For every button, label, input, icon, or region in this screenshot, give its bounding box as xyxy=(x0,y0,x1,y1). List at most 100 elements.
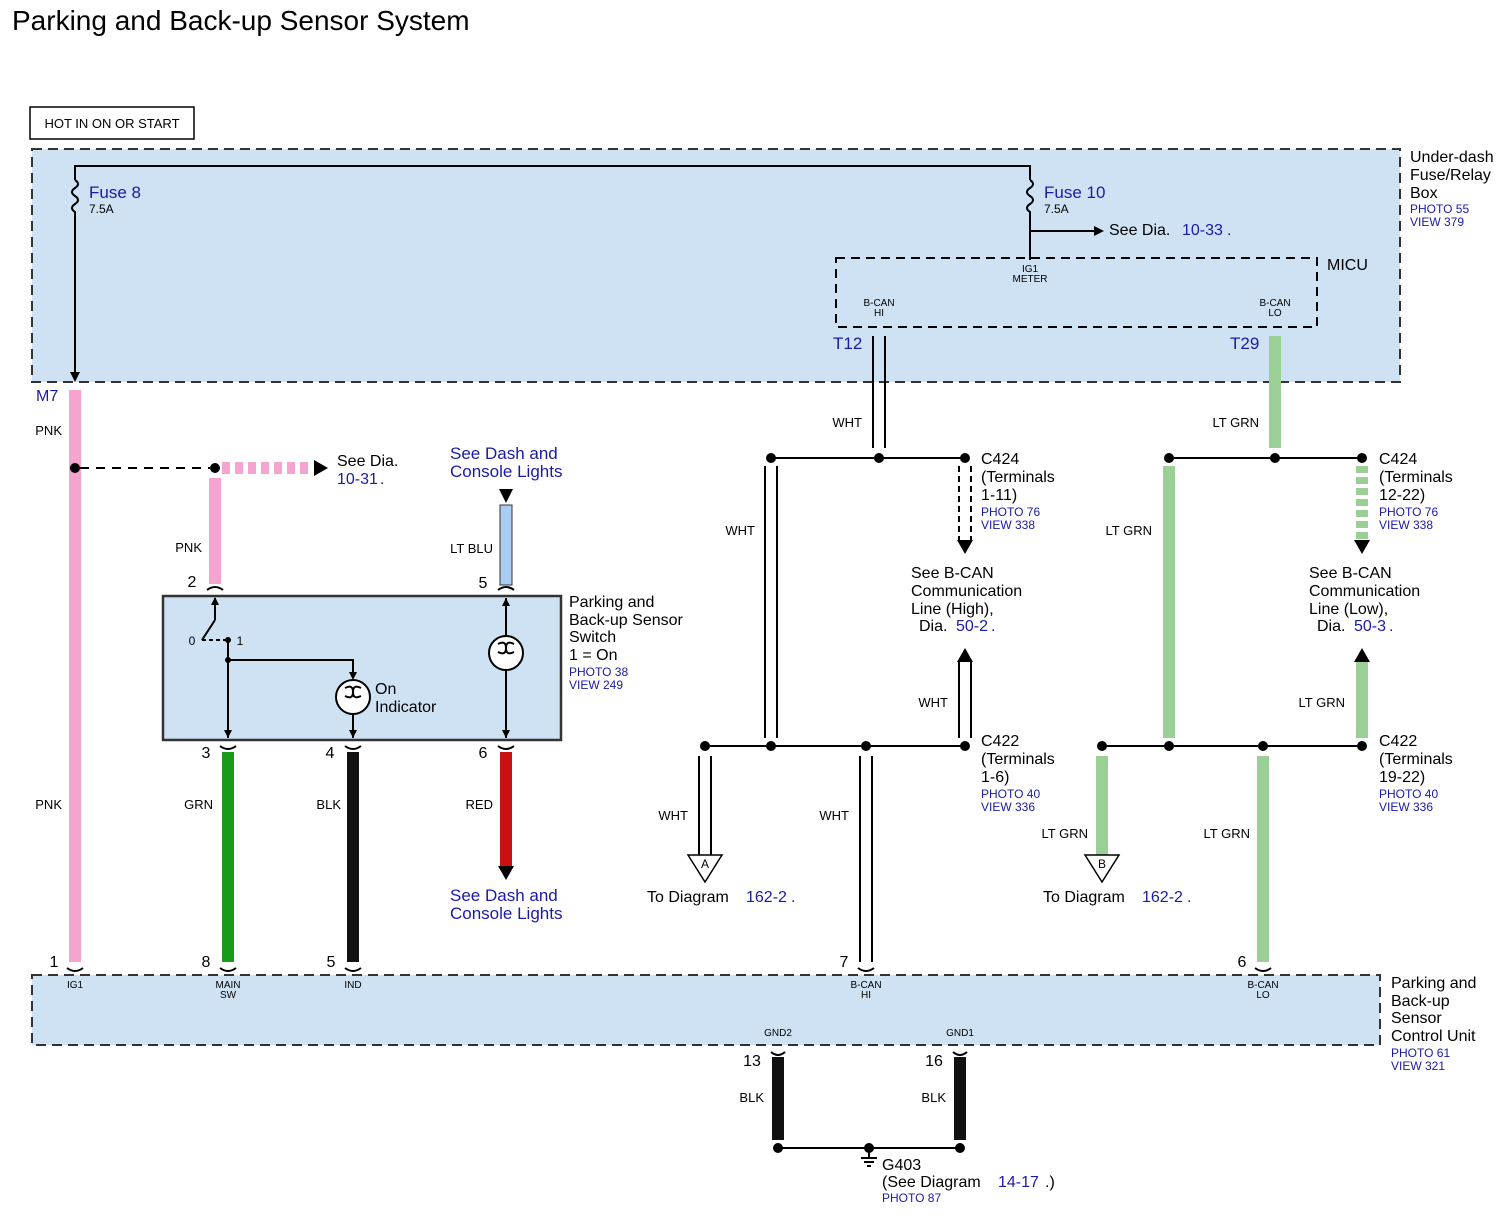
cu-photo: PHOTO 61 xyxy=(1391,1046,1450,1060)
indicator-label-2: Indicator xyxy=(375,699,437,716)
fuse10-symbol xyxy=(1026,179,1034,260)
ltgrn-splice-b xyxy=(1097,741,1107,751)
fuse-box-name-2: Fuse/Relay xyxy=(1410,167,1491,184)
ltgrn-label-4: LT GRN xyxy=(1042,826,1088,841)
to-b-suffix: . xyxy=(1187,889,1191,906)
bcan-high-ref: 50-2 xyxy=(956,618,988,635)
c422-lo-terms-2: 19-22) xyxy=(1379,769,1425,786)
ltgrn-label-5: LT GRN xyxy=(1204,826,1250,841)
c424-hi-terms-2: 1-11) xyxy=(981,487,1017,504)
cu-name-3: Sensor xyxy=(1391,1010,1442,1027)
c422-lo-terminal xyxy=(1357,741,1367,751)
see-10-31-ref: 10-31 xyxy=(337,471,378,488)
red-wire xyxy=(500,752,512,866)
c422-lo-photo: PHOTO 40 xyxy=(1379,787,1438,801)
micu-bcan-lo-2: LO xyxy=(1268,308,1282,319)
to-a-prefix: To Diagram xyxy=(647,889,729,906)
offpage-b-letter: B xyxy=(1098,857,1106,871)
c422-hi-name: C422 xyxy=(981,733,1019,750)
micu-box xyxy=(835,257,1318,328)
red-label: RED xyxy=(466,797,493,812)
wht-label-1: WHT xyxy=(832,415,862,430)
switch-photo: PHOTO 38 xyxy=(569,665,628,679)
c422-hi-terms-1: (Terminals xyxy=(981,751,1055,768)
switch-name-2: Back-up Sensor xyxy=(569,612,684,629)
switch-arrow-top xyxy=(211,597,219,605)
blk-gnd1-wire xyxy=(954,1057,966,1140)
c422-lo-terms-1: (Terminals xyxy=(1379,751,1453,768)
micu-t29: T29 xyxy=(1230,334,1259,353)
cu-bcan-lo-2: LO xyxy=(1256,990,1270,1001)
micu-bcan-hi-1: B-CAN xyxy=(863,298,894,309)
pin3-arrow xyxy=(224,730,232,738)
blk-gnd2-wire xyxy=(772,1057,784,1140)
grn-label: GRN xyxy=(184,797,213,812)
pin4-connector xyxy=(344,745,362,750)
hot-label: HOT IN ON OR START xyxy=(44,116,179,131)
micu-name: MICU xyxy=(1327,257,1368,274)
cu-pin-13: 13 xyxy=(743,1053,761,1070)
fuse10-branch-arrow xyxy=(1094,226,1104,236)
bcan-high-dia: Dia. xyxy=(919,618,947,635)
cu-pin7-connector xyxy=(857,967,875,972)
micu-bcan-hi-2: HI xyxy=(874,308,884,319)
wht-vertical-left xyxy=(764,466,778,738)
switch-pos-0: 0 xyxy=(189,634,196,648)
pnk-arrow xyxy=(314,460,328,476)
c424-hi-arrow xyxy=(957,540,973,554)
grn-wire xyxy=(222,752,234,962)
wht-splice-cu xyxy=(861,741,871,751)
dash-bottom-1: See Dash and xyxy=(450,886,558,905)
switch-pin-6: 6 xyxy=(479,745,488,762)
cu-ind: IND xyxy=(344,980,361,991)
wht-label-3: WHT xyxy=(918,695,948,710)
ltgrn-splice-t29 xyxy=(1270,453,1280,463)
cu-pin1-connector xyxy=(66,967,84,972)
switch-pin-4: 4 xyxy=(326,745,335,762)
c424-lo-terms-2: 12-22) xyxy=(1379,487,1425,504)
fuse-box-name-1: Under-dash xyxy=(1410,149,1494,166)
cu-view: VIEW 321 xyxy=(1391,1059,1445,1073)
cu-name-2: Back-up xyxy=(1391,993,1450,1010)
g403-name: G403 xyxy=(882,1157,921,1174)
on-indicator-bulb xyxy=(335,679,371,715)
bcan-high-3: Line (High), xyxy=(911,601,994,618)
c424-lo-terms-1: (Terminals xyxy=(1379,469,1453,486)
fuse-box-photo: PHOTO 55 xyxy=(1410,202,1469,216)
cu-gnd2: GND2 xyxy=(764,1028,792,1039)
ltblu-arrow xyxy=(499,489,513,503)
blk-label-gnd1: BLK xyxy=(921,1090,946,1105)
bcan-high-1: See B-CAN xyxy=(911,565,994,582)
micu-ig1: IG1 xyxy=(1022,264,1039,275)
ltgrn-from-t29 xyxy=(1269,336,1281,448)
fuse8-rating: 7.5A xyxy=(89,202,114,216)
pnk-label-1: PNK xyxy=(35,423,62,438)
wht-label-2: WHT xyxy=(725,523,755,538)
cu-ig1: IG1 xyxy=(67,980,84,991)
c422-hi-view: VIEW 336 xyxy=(981,800,1035,814)
dash-top-2: Console Lights xyxy=(450,462,562,481)
cu-pin-8: 8 xyxy=(202,954,211,971)
cu-gnd1: GND1 xyxy=(946,1028,974,1039)
wht-c422 xyxy=(958,662,972,738)
ltgrn-to-cu xyxy=(1257,756,1269,962)
fuse10-see-suffix: . xyxy=(1227,222,1231,239)
sensor-switch-box xyxy=(161,594,563,742)
bcan-low-dia: Dia. xyxy=(1317,618,1345,635)
indicator-label-1: On xyxy=(375,681,396,698)
cu-pin-5: 5 xyxy=(327,954,336,971)
splice-pnk-switch xyxy=(210,463,220,473)
wht-splice-a xyxy=(700,741,710,751)
wht-splice-left-top xyxy=(766,453,776,463)
wht-from-t12 xyxy=(872,336,886,448)
g403-ref: 14-17 xyxy=(998,1174,1039,1191)
fuse10-rating: 7.5A xyxy=(1044,202,1069,216)
bcan-high-suffix: . xyxy=(991,618,995,635)
switch-view: VIEW 249 xyxy=(569,678,623,692)
fuse-box-view: VIEW 379 xyxy=(1410,215,1464,229)
gnd1-splice xyxy=(955,1143,965,1153)
switch-pin-2: 2 xyxy=(188,574,197,591)
ltgrn-splice-left-bottom xyxy=(1164,741,1174,751)
bcan-low-2: Communication xyxy=(1309,583,1420,600)
internal-bus xyxy=(74,165,1031,180)
